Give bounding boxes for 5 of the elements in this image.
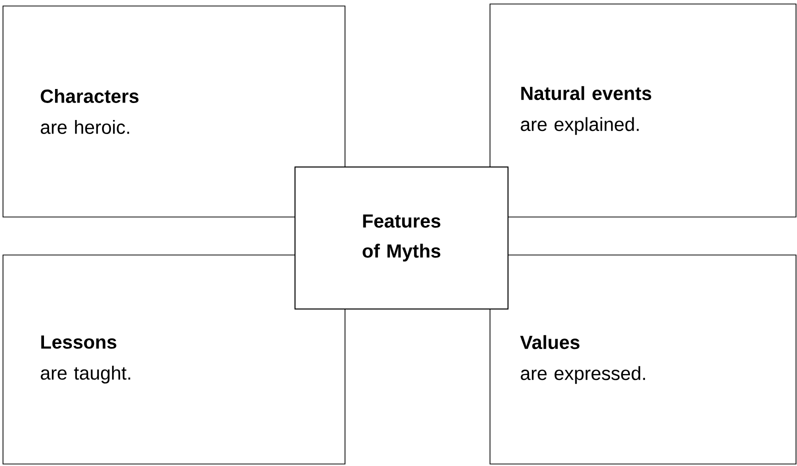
text-box: Characters are heroic. xyxy=(2,6,346,218)
text-box: Values are expressed. xyxy=(490,254,796,464)
text-box: Natural events are explained. xyxy=(490,4,796,218)
title-box: Features of Myths xyxy=(294,166,508,310)
text-box: Lessons are taught. xyxy=(2,254,346,464)
